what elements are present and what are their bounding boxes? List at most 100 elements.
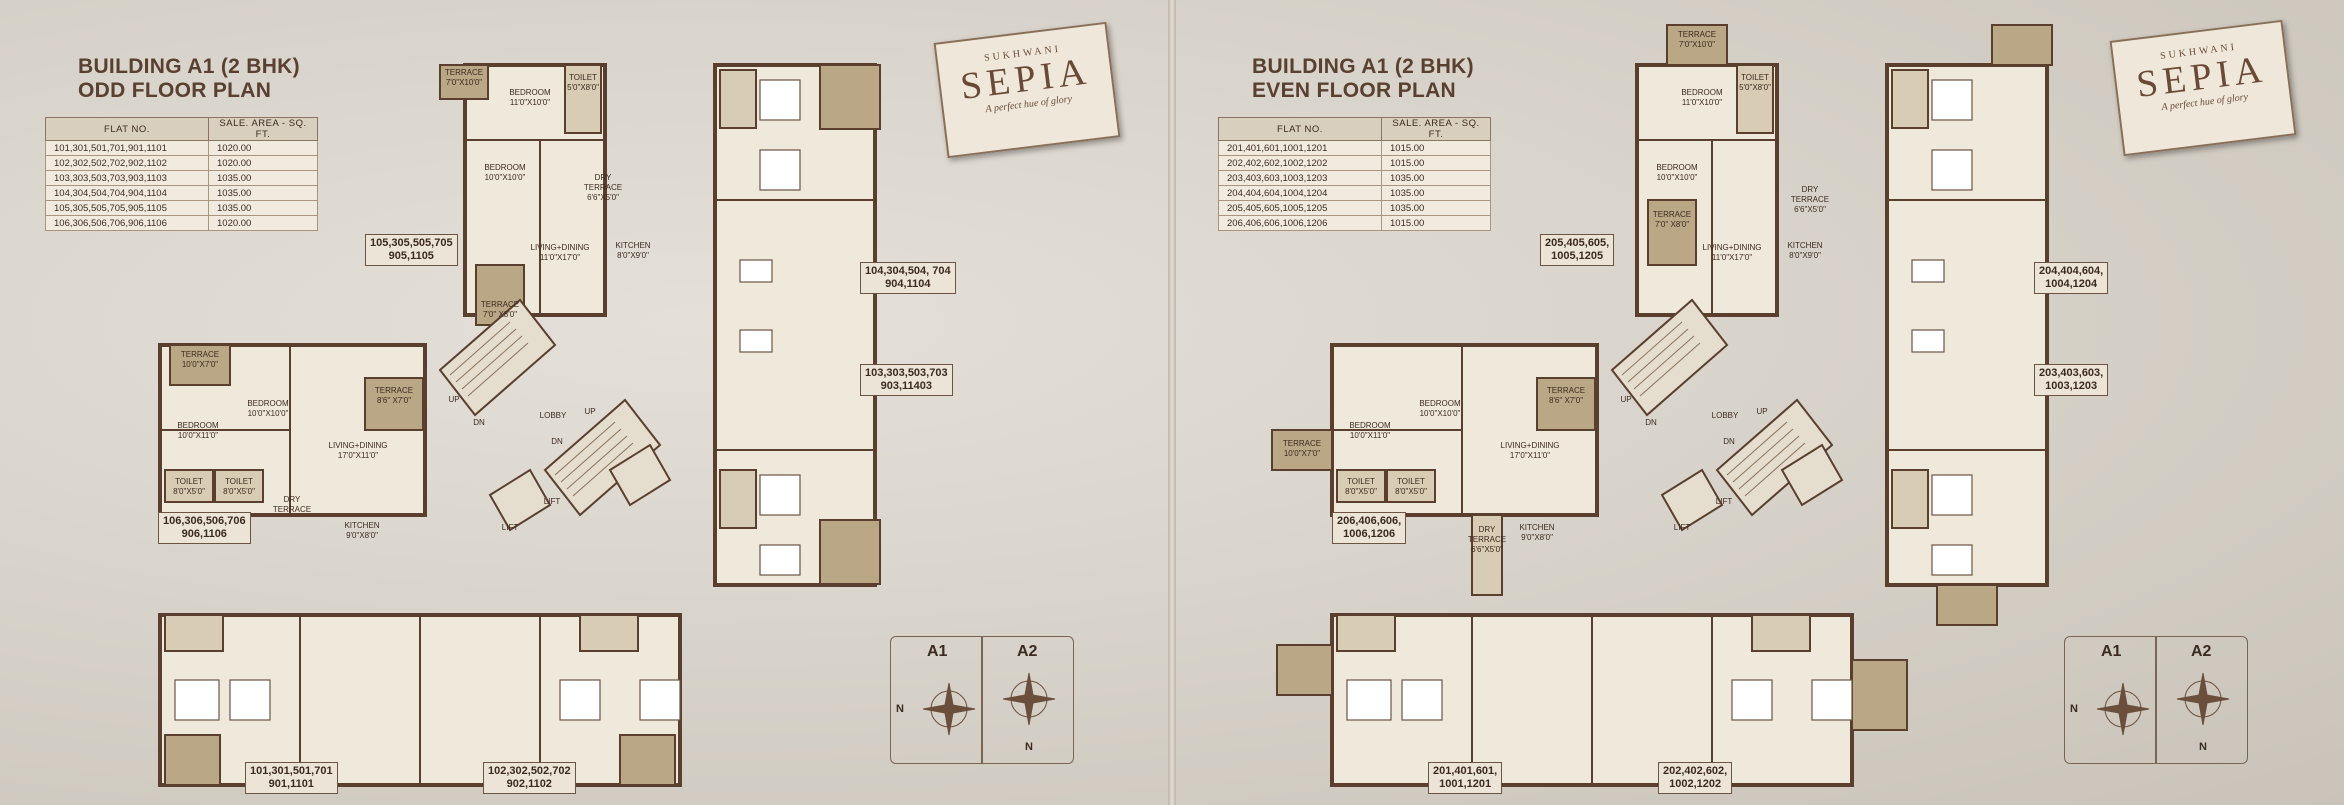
room-size: 10'0"X10'0": [1657, 173, 1698, 182]
terrace: [169, 344, 231, 386]
column-header-area: SALE. AREA - SQ. FT.: [1381, 117, 1491, 141]
room-label: TERRACE: [181, 350, 219, 359]
area-cell: 1015.00: [1381, 215, 1491, 231]
room-size: 8'0"X9'0": [1789, 251, 1821, 260]
north-label: N: [896, 703, 904, 715]
terrace: [1536, 377, 1596, 431]
even-floor-plan: TERRACE 7'0"X10'0" BEDROOM 11'0"X10'0" B…: [1271, 24, 2053, 787]
stair-label: UP: [1620, 395, 1631, 404]
terrace: [819, 519, 881, 585]
room-label: TERRACE: [1547, 386, 1585, 395]
compass-rose-icon: [1002, 672, 1056, 726]
unit-label-right-1: 104,304,504, 704 904,1104: [860, 262, 956, 294]
unit-label-top: 105,305,505,705 905,1105: [365, 234, 458, 266]
unit-label-line: 201,401,601,: [1433, 765, 1498, 777]
unit-label-line: 901,1101: [268, 778, 314, 790]
unit-label-line: 1001,1201: [1439, 778, 1492, 790]
room-size: 5'0"X8'0": [1739, 83, 1771, 92]
unit-label-line: 103,303,503,703: [865, 367, 948, 379]
room-size: 17'0"X11'0": [1510, 451, 1550, 460]
room-label: BEDROOM: [177, 421, 219, 430]
page-title: BUILDING A1 (2 BHK) EVEN FLOOR PLAN: [1252, 55, 1474, 103]
unit-label-bottom-right: 102,302,502,702 902,1102: [483, 762, 576, 794]
room-label: DRY: [1479, 525, 1496, 534]
room-size: 8'0"X5'0": [1345, 487, 1377, 496]
room-label: BEDROOM: [1681, 88, 1723, 97]
north-label: N: [2070, 703, 2078, 715]
room-size: 8'0"X9'0": [617, 251, 649, 260]
dry-terrace: [1471, 514, 1503, 596]
toilet: [579, 614, 639, 652]
room-size: 10'0"X11'0": [178, 431, 218, 440]
north-label: N: [1025, 741, 1033, 753]
room-label: DRY: [284, 495, 301, 504]
table-header-row: FLAT NO. SALE. AREA - SQ. FT.: [45, 117, 318, 141]
unit-label-line: 106,306,506,706: [163, 515, 246, 527]
unit-label-right-2: 103,303,503,703 903,11403: [860, 364, 953, 396]
room-label: BEDROOM: [484, 163, 526, 172]
room-size: 11'0"X17'0": [1712, 253, 1752, 262]
room-label: KITCHEN: [615, 241, 650, 250]
room-size: 6'6"X5'0": [587, 193, 619, 202]
flat-cell: 206,406,606,1006,1206: [1218, 215, 1382, 231]
stair-label: UP: [1756, 407, 1767, 416]
room-size: 10'0"X7'0": [182, 360, 218, 369]
toilet: [214, 469, 264, 503]
room-label: DRY: [1802, 185, 1819, 194]
room-label: BEDROOM: [1419, 399, 1461, 408]
area-cell: 1035.00: [1381, 200, 1491, 216]
unit-label-bottom-left: 101,301,501,701 901,1101: [245, 762, 338, 794]
room-size: 9'0"X8'0": [346, 531, 378, 540]
toilet: [564, 64, 602, 134]
terrace: [439, 64, 489, 100]
unit-label-line: 903,11403: [880, 380, 932, 392]
toilet: [1336, 614, 1396, 652]
compass-box: A1 A2 N N: [890, 636, 1074, 764]
room-label: BEDROOM: [1656, 163, 1698, 172]
stair-label: UP: [584, 407, 595, 416]
room-size: 8'6" X7'0": [377, 396, 411, 405]
room-label: TERRACE: [584, 183, 622, 192]
unit-label-left: 206,406,606, 1006,1206: [1332, 512, 1407, 544]
north-label: N: [2199, 741, 2207, 753]
room-label: TOILET: [1397, 477, 1425, 486]
room-label: TERRACE: [375, 386, 413, 395]
room-label: TOILET: [175, 477, 203, 486]
compass-label-a1: A1: [927, 643, 948, 660]
toilet: [1891, 469, 1929, 529]
toilet: [164, 614, 224, 652]
unit-label-line: 203,403,603,: [2039, 367, 2104, 379]
odd-floor-page: BUILDING A1 (2 BHK) ODD FLOOR PLAN FLAT …: [45, 21, 1121, 794]
terrace: [1276, 644, 1333, 696]
odd-floor-plan: BEDROOM 11'0"X10'0" BEDROOM 10'0"X10'0" …: [158, 63, 881, 787]
room-label: KITCHEN: [1519, 523, 1554, 532]
room-size: 17'0"X11'0": [338, 451, 378, 460]
room-size: 7'0" X8'0": [483, 310, 517, 319]
room-label: TERRACE: [1283, 439, 1321, 448]
stair-label: DN: [551, 437, 563, 446]
unit-label-line: 1005,1205: [1551, 250, 1604, 262]
room-size: 10'0"X10'0": [248, 409, 289, 418]
column-header-flat: FLAT NO.: [1218, 117, 1382, 141]
unit-label-line: 904,1104: [885, 278, 931, 290]
compass-box: A1 A2 N N: [2064, 636, 2248, 764]
toilet: [1336, 469, 1386, 503]
title-line-2: EVEN FLOOR PLAN: [1252, 79, 1457, 102]
toilet: [1736, 64, 1774, 134]
compass-roses: [2096, 672, 2230, 736]
room-label: TERRACE: [1678, 30, 1716, 39]
terrace: [1271, 429, 1333, 471]
compass-rose-icon: [922, 682, 976, 736]
unit-label-line: 101,301,501,701: [250, 765, 333, 777]
unit-label-line: 202,402,602,: [1663, 765, 1728, 777]
stair-label: UP: [448, 395, 459, 404]
terrace: [619, 734, 676, 786]
lift-label: LIFT: [1716, 497, 1733, 506]
room-label: KITCHEN: [1787, 241, 1822, 250]
page-title: BUILDING A1 (2 BHK) ODD FLOOR PLAN: [78, 55, 300, 103]
